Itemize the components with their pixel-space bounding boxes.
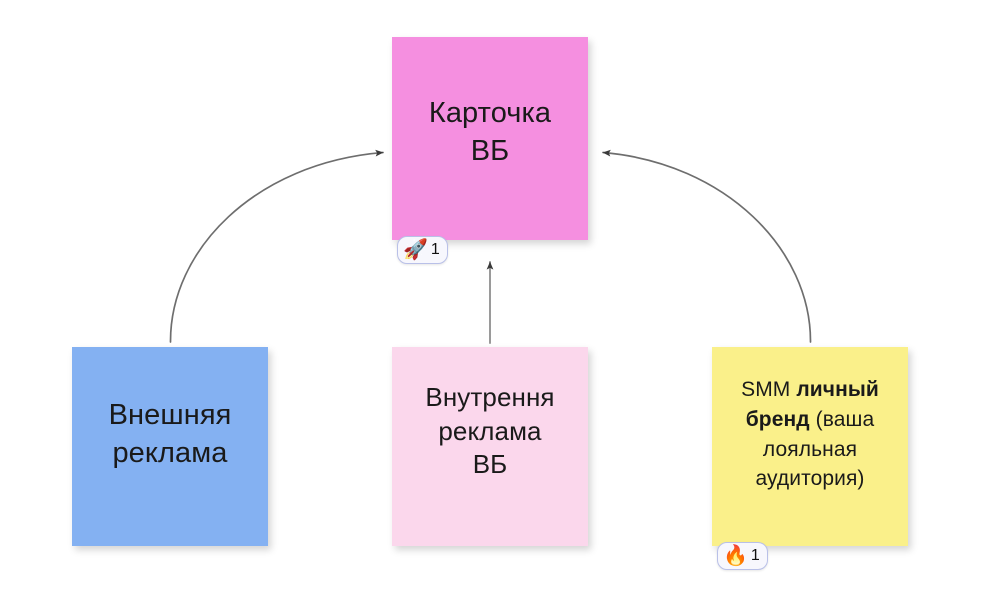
fire-emoji: 🔥 <box>723 545 748 567</box>
smm-label-suffix: (ваша лояльная аудитория) <box>755 407 875 491</box>
reaction-count: 1 <box>430 241 440 258</box>
node-external-ads-label: Внешняя реклама <box>108 398 232 469</box>
reaction-badge-fire[interactable]: 🔥 1 <box>717 542 768 570</box>
rocket-emoji: 🚀 <box>403 239 428 261</box>
reaction-count: 1 <box>750 547 760 564</box>
node-card-vb-label: Карточка ВБ <box>428 96 552 167</box>
node-external-ads[interactable]: Внешняя реклама <box>72 347 268 546</box>
node-smm-personal-brand-label: SMM личный бренд (ваша лояльная аудитори… <box>724 375 896 494</box>
node-internal-ads[interactable]: Внутрення реклама ВБ <box>392 347 588 546</box>
edge-smm-to-card <box>602 149 812 343</box>
smm-label-prefix: SMM <box>741 377 797 401</box>
reaction-badge-rocket[interactable]: 🚀 1 <box>397 236 448 264</box>
edge-external-to-card <box>169 149 384 343</box>
node-card-vb[interactable]: Карточка ВБ <box>392 37 588 240</box>
node-internal-ads-label: Внутрення реклама ВБ <box>425 381 555 480</box>
node-smm-personal-brand[interactable]: SMM личный бренд (ваша лояльная аудитори… <box>712 347 908 546</box>
smm-label-bold: личный бренд <box>745 377 879 431</box>
